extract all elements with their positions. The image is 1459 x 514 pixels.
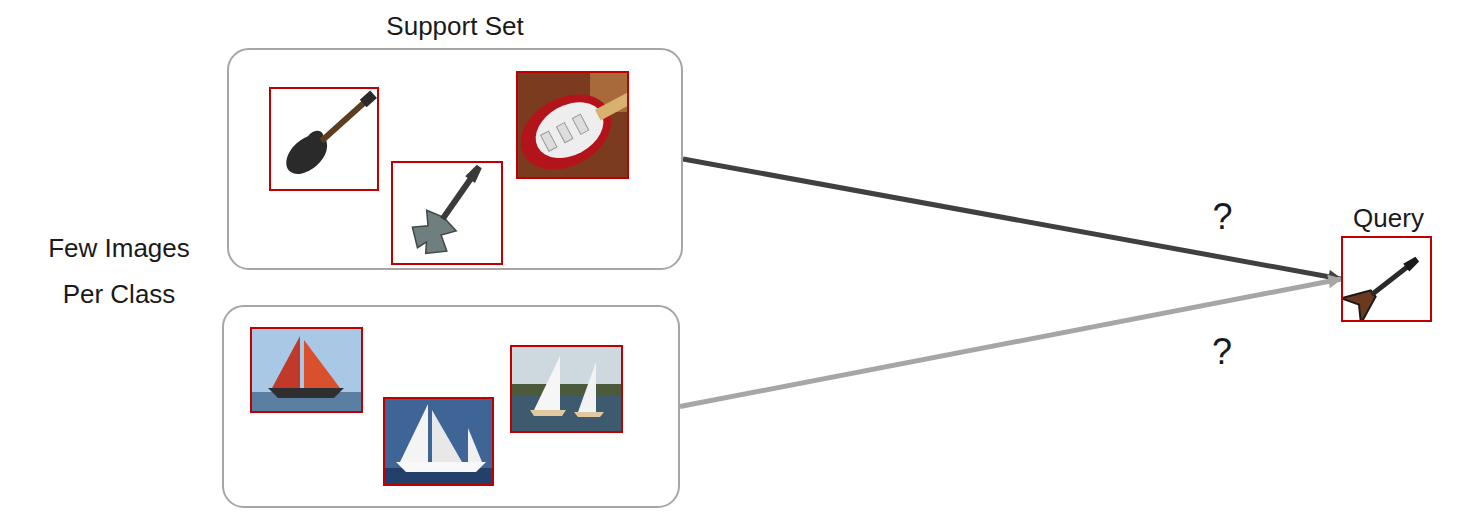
guitar-image <box>517 72 628 178</box>
support-box: Few Images Per Class <box>222 305 680 508</box>
image-frame <box>511 346 622 432</box>
image-frame <box>251 328 362 412</box>
query-box: Query <box>1341 236 1432 322</box>
arrow-connector <box>680 279 1341 407</box>
guitar-image <box>1341 236 1432 322</box>
edge-label: ? <box>1210 198 1236 238</box>
boat-image <box>384 398 493 485</box>
image-frame <box>517 72 628 178</box>
support-box: Support Set <box>227 48 683 270</box>
boat-image <box>251 328 362 412</box>
image-frame <box>384 398 493 485</box>
node-heading: Few Images Per Class <box>34 225 204 317</box>
node-heading: Support Set <box>229 11 681 42</box>
arrow-connector <box>683 159 1341 279</box>
guitar-image <box>270 88 378 190</box>
guitar-image <box>392 162 502 264</box>
image-frame <box>270 88 378 190</box>
edge-label: ? <box>1209 332 1235 372</box>
image-frame <box>392 162 502 264</box>
boat-image <box>511 346 622 432</box>
node-heading: Query <box>1313 203 1459 234</box>
